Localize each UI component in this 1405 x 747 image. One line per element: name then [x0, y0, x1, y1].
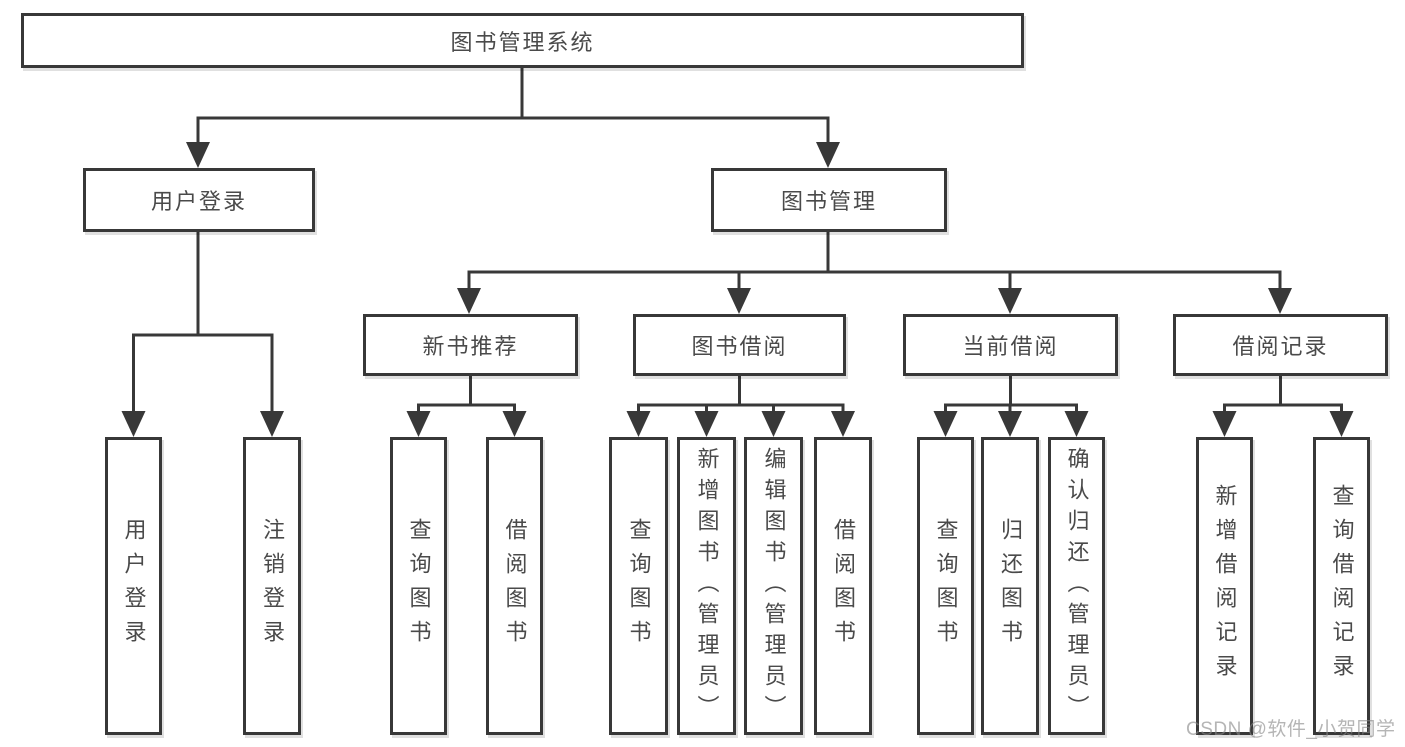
- leaf-query-books-borrow-label: 查询图书: [626, 518, 652, 654]
- leaf-borrow-books: 借阅图书: [814, 437, 872, 735]
- node-new-book-recommend: 新书推荐: [363, 314, 578, 376]
- leaf-query-books-borrow: 查询图书: [609, 437, 668, 735]
- leaf-edit-books-admin: 编辑图书（管理员）: [744, 437, 803, 735]
- leaf-logout: 注销登录: [243, 437, 301, 735]
- leaf-return-books: 归还图书: [981, 437, 1039, 735]
- leaf-borrow-books-recommend: 借阅图书: [486, 437, 543, 735]
- node-borrow-records: 借阅记录: [1173, 314, 1388, 376]
- leaf-confirm-return-admin: 确认归还（管理员）: [1048, 437, 1105, 735]
- node-root-label: 图书管理系统: [450, 29, 595, 55]
- leaf-query-borrow-record-label: 查询借阅记录: [1329, 484, 1355, 688]
- node-book-management: 图书管理: [711, 168, 947, 232]
- leaf-add-books-admin-label: 新增图书（管理员）: [694, 446, 720, 726]
- leaf-return-books-label: 归还图书: [998, 518, 1023, 654]
- node-new-book-recommend-label: 新书推荐: [422, 334, 519, 359]
- node-book-borrow: 图书借阅: [633, 314, 846, 376]
- leaf-add-borrow-record: 新增借阅记录: [1196, 437, 1253, 735]
- leaf-edit-books-admin-label: 编辑图书（管理员）: [761, 446, 787, 726]
- leaf-confirm-return-admin-label: 确认归还（管理员）: [1064, 446, 1090, 726]
- node-root: 图书管理系统: [21, 13, 1024, 68]
- node-borrow-records-label: 借阅记录: [1232, 334, 1329, 359]
- watermark: CSDN @软件_小贺同学: [1186, 719, 1396, 740]
- arrowheads: [121, 142, 1354, 437]
- leaf-add-books-admin: 新增图书（管理员）: [677, 437, 736, 735]
- leaf-add-borrow-record-label: 新增借阅记录: [1212, 484, 1238, 688]
- leaf-query-books-current: 查询图书: [917, 437, 974, 735]
- node-book-management-label: 图书管理: [780, 189, 877, 214]
- leaf-user-login: 用户登录: [105, 437, 162, 735]
- leaf-user-login-label: 用户登录: [121, 518, 147, 654]
- leaf-borrow-books-recommend-label: 借阅图书: [502, 518, 528, 654]
- node-user-login: 用户登录: [83, 168, 315, 232]
- leaf-query-borrow-record: 查询借阅记录: [1313, 437, 1370, 735]
- node-user-login-label: 用户登录: [150, 189, 247, 214]
- node-book-borrow-label: 图书借阅: [691, 334, 788, 359]
- leaf-query-books-current-label: 查询图书: [933, 518, 959, 654]
- node-current-borrow: 当前借阅: [903, 314, 1118, 376]
- leaf-logout-label: 注销登录: [260, 518, 285, 654]
- leaf-query-books-recommend: 查询图书: [390, 437, 447, 735]
- leaf-borrow-books-label: 借阅图书: [831, 518, 856, 654]
- leaf-query-books-recommend-label: 查询图书: [406, 518, 432, 654]
- node-current-borrow-label: 当前借阅: [962, 334, 1059, 359]
